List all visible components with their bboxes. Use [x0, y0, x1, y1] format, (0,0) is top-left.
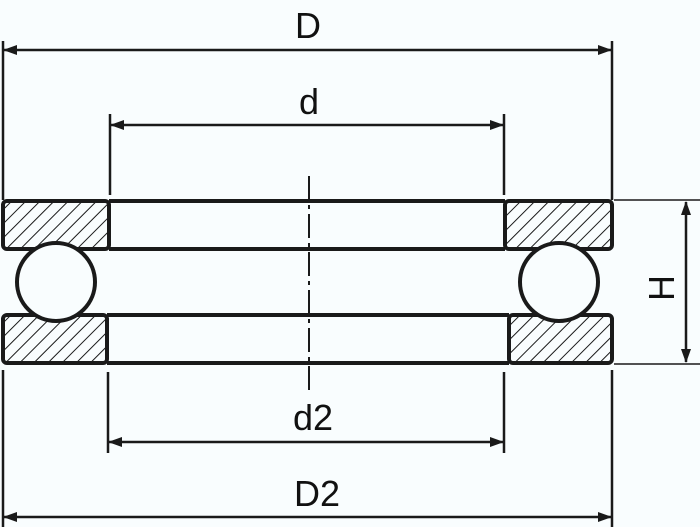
label-d: d: [298, 81, 320, 122]
lower-washer: [1, 313, 614, 365]
ball-right: [518, 241, 600, 323]
label-H: H: [641, 275, 682, 301]
upper-washer: [1, 199, 614, 251]
dimension-lines: [3, 45, 691, 522]
balls: [15, 241, 600, 323]
ball-left: [15, 241, 97, 323]
label-D: D: [295, 5, 321, 46]
label-D2: D2: [293, 473, 341, 514]
label-d2: d2: [292, 397, 334, 438]
